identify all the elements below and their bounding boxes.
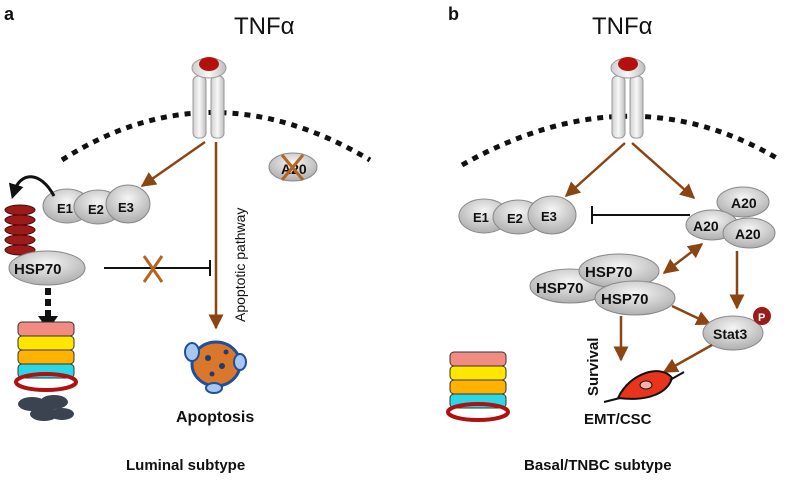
e3-label-a: E3 xyxy=(118,200,134,215)
phospho-icon xyxy=(753,307,771,325)
hsp70-left-label: HSP70 xyxy=(536,280,584,297)
apoptosis-label: Apoptosis xyxy=(176,409,254,426)
panel-a-letter: a xyxy=(4,4,15,24)
e2-label-a: E2 xyxy=(88,202,104,217)
e2-label-b: E2 xyxy=(507,211,523,226)
panel-a-ligand: TNFα xyxy=(234,13,295,40)
arrow-hsp70-to-stat3 xyxy=(671,304,712,326)
tnf-receptor-a xyxy=(191,57,227,139)
curved-arrow-to-ubiquitin xyxy=(8,175,56,200)
panel-b-letter: b xyxy=(448,4,459,24)
a20-inactive-a: A20 xyxy=(268,152,318,182)
panel-b: b TNFα E1 E2 E3 A20 A20 A20 xyxy=(446,4,782,474)
stat3-label: Stat3 xyxy=(713,326,747,342)
survival-label: Survival xyxy=(585,338,602,396)
emt-cell-icon xyxy=(603,370,685,403)
hsp70-top-label: HSP70 xyxy=(585,264,633,281)
a20-right-label: A20 xyxy=(735,226,761,242)
proteasome-icon-a xyxy=(14,321,78,392)
arrow-receptor-to-e3-a xyxy=(140,140,206,188)
stat3-node: Stat3 P xyxy=(702,307,771,351)
panel-a: a TNFα E1 E2 E3 Apoptotic pathway A20 xyxy=(4,4,372,474)
hsp70-cluster-b: HSP70 HSP70 HSP70 xyxy=(529,253,676,316)
hsp70-right-label: HSP70 xyxy=(601,291,649,308)
arrow-receptor-to-a20-b xyxy=(631,142,696,199)
a20-top-label: A20 xyxy=(731,195,757,211)
e1-e2-e3-complex-a: E1 E2 E3 xyxy=(42,184,151,225)
hsp70-a20-bidirectional-arrow xyxy=(662,243,704,274)
degraded-fragments-icon xyxy=(18,395,74,421)
apoptotic-cell-icon xyxy=(184,340,247,394)
e3-label-b: E3 xyxy=(541,209,557,224)
arrow-receptor-to-e3-b xyxy=(564,142,626,198)
panel-b-ligand: TNFα xyxy=(592,13,653,40)
e1-e2-e3-complex-b: E1 E2 E3 xyxy=(458,195,577,235)
a20-mid-label: A20 xyxy=(693,218,719,234)
blocked-inhibition-a xyxy=(104,255,211,283)
apoptotic-pathway-label: Apoptotic pathway xyxy=(232,208,248,322)
a20-cluster-b: A20 A20 A20 xyxy=(685,186,776,249)
ubiquitin-chain-icon xyxy=(4,204,36,256)
e1-label-a: E1 xyxy=(57,201,73,216)
hsp70-node-a: HSP70 xyxy=(8,250,86,286)
proteasome-icon-b xyxy=(446,351,510,422)
panel-a-caption: Luminal subtype xyxy=(126,457,245,474)
hsp70-label-a: HSP70 xyxy=(14,261,62,278)
e1-label-b: E1 xyxy=(473,210,489,225)
phospho-label: P xyxy=(758,312,765,324)
arrow-stat3-to-emt xyxy=(662,343,713,374)
tnf-receptor-b xyxy=(610,57,646,139)
emt-csc-label: EMT/CSC xyxy=(584,411,652,428)
panel-b-caption: Basal/TNBC subtype xyxy=(524,457,672,474)
